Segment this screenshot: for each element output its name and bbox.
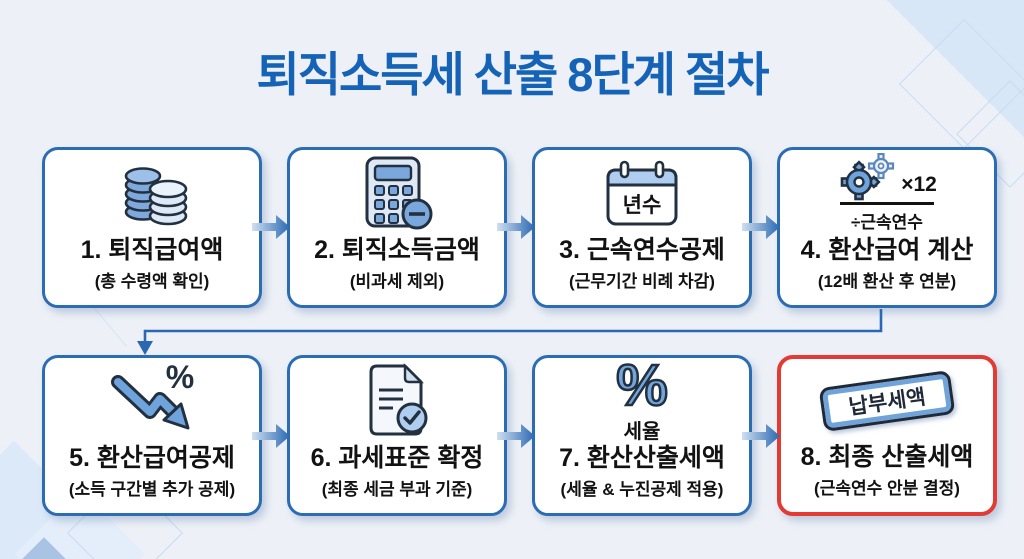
step-box-2: 2. 퇴직소득금액 (비과세 제외): [287, 147, 507, 308]
step-box-3: 년수 3. 근속연수공제 (근무기간 비례 차감): [532, 147, 752, 308]
step-subtitle: (근속연수 안분 결정): [814, 479, 960, 498]
step-3-icon-area: 년수: [535, 150, 749, 237]
step-box-6: 6. 과세표준 확정 (최종 세금 부과 기준): [287, 355, 507, 516]
step-2-icon-area: [290, 150, 504, 237]
step-title: 6. 과세표준 확정: [310, 443, 484, 472]
payment-tax-stamp-label: 납부세액: [847, 386, 928, 420]
declining-percent-icon: %: [111, 362, 194, 430]
step-title: 7. 환산산출세액: [559, 443, 725, 472]
step-5-icon-area: %: [45, 358, 259, 445]
step-subtitle: (최종 세금 부과 기준): [321, 480, 473, 499]
percent-icon: %: [615, 353, 669, 419]
divide-years-label: ÷근속연수: [851, 213, 923, 233]
flow-arrow-1-2: [252, 215, 290, 239]
flow-arrow-5-6: [252, 424, 290, 448]
step-1-icon-area: [45, 150, 259, 237]
step-title: 3. 근속연수공제: [559, 235, 725, 264]
percent-glyph: %: [166, 362, 194, 395]
tax-rate-label: 세율: [623, 421, 661, 444]
fraction-line: [840, 202, 934, 206]
flow-arrow-7-8: [742, 424, 780, 448]
step-title: 4. 환산급여 계산: [800, 235, 974, 264]
stamp-icon: 납부세액: [818, 370, 956, 433]
step-6-icon-area: [290, 358, 504, 445]
times-12-label: ×12: [901, 173, 937, 197]
gears-icon: [840, 153, 895, 201]
step-box-1: 1. 퇴직급여액 (총 수령액 확인): [42, 147, 262, 308]
step-title: 2. 퇴직소득금액: [314, 235, 480, 264]
background-deco-diamond: [7, 537, 81, 559]
step-subtitle: (세율 & 누진공제 적용): [560, 480, 724, 499]
calendar-icon: 년수: [606, 161, 678, 226]
step-box-5: % 5. 환산급여공제 (소득 구간별 추가 공제): [42, 355, 262, 516]
step-8-icon-area: 납부세액: [781, 359, 993, 444]
coins-icon: [124, 167, 188, 226]
page-title: 퇴직소득세 산출 8단계 절차: [256, 48, 770, 101]
step-4-icon-area: ×12 ÷근속연수: [780, 150, 994, 237]
step-box-7: % 세율 7. 환산산출세액 (세율 & 누진공제 적용): [532, 355, 752, 516]
step-subtitle: (비과세 제외): [349, 272, 445, 291]
document-check-icon: [369, 363, 428, 436]
step-subtitle: (12배 환산 후 연분): [817, 272, 957, 291]
flow-arrow-3-4: [742, 215, 780, 239]
flow-arrow-6-7: [497, 424, 535, 448]
calculator-minus-icon: [365, 156, 433, 230]
flow-arrow-2-3: [497, 215, 535, 239]
step-title: 8. 최종 산출세액: [800, 442, 974, 471]
conversion-formula: ×12 ÷근속연수: [837, 153, 937, 233]
step-title: 1. 퇴직급여액: [80, 235, 224, 264]
step-subtitle: (소득 구간별 추가 공제): [68, 480, 236, 499]
calendar-icon-label: 년수: [623, 194, 662, 217]
step-subtitle: (근무기간 비례 차감): [569, 272, 715, 291]
step-title: 5. 환산급여공제: [69, 443, 235, 472]
step-box-8: 납부세액 8. 최종 산출세액 (근속연수 안분 결정): [777, 355, 997, 516]
step-7-icon-area: % 세율: [535, 353, 749, 445]
step-subtitle: (총 수령액 확인): [94, 272, 210, 291]
step-box-4: ×12 ÷근속연수 4. 환산급여 계산 (12배 환산 후 연분): [777, 147, 997, 308]
